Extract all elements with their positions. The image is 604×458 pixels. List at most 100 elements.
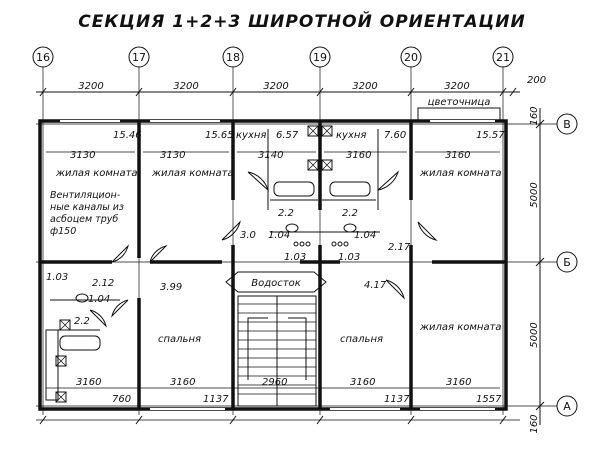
living-room-4-text: жилая комната [419, 322, 502, 333]
top-dim-2: 3200 [173, 81, 198, 92]
row-axis-markers: В Б А [556, 113, 578, 417]
living-room-3-label: жилая комната [419, 168, 502, 179]
axis-bubble-21: 21 [492, 46, 514, 68]
living-room-3-text: жилая комната [419, 168, 502, 179]
kitchen-right-label: кухня [336, 130, 366, 141]
bottom-dim-760: 760 [112, 394, 131, 405]
top-dim-offset: 200 [527, 75, 546, 86]
axis-label-V: В [563, 118, 571, 131]
upper-dim-3: 3140 [258, 150, 283, 161]
ventilation-note-text: Вентиляцион-ные каналы из асбоцем труб ф… [50, 190, 124, 237]
outer-walls [38, 119, 508, 411]
living-room-2-label: жилая комната [151, 168, 234, 179]
wc-left-area: 1.04 [268, 230, 290, 241]
top-dim-1: 3200 [78, 81, 103, 92]
axis-label-20: 20 [404, 51, 418, 64]
left-wc-area-b: 1.04 [88, 294, 110, 305]
bottom-axis-ticks [36, 415, 520, 425]
axis-label-B: Б [563, 256, 571, 269]
flower-box: цветочница [417, 97, 501, 121]
staircase [237, 295, 317, 407]
bedroom-left-label: спальня [158, 334, 201, 345]
axis-bubble-16: 16 [32, 46, 54, 68]
column-axis-markers: 16 17 18 19 20 21 [32, 46, 514, 68]
top-dim-4: 3200 [352, 81, 377, 92]
kitchen-left-area: 6.57 [276, 130, 299, 141]
toilets [75, 223, 357, 303]
room-labels: жилая комната жилая комната жилая комнат… [55, 168, 502, 345]
axis-bubble-19: 19 [309, 46, 331, 68]
door-swings [89, 170, 438, 328]
bathtub-right-unit [329, 181, 371, 197]
ventilation-note: Вентиляцион-ные каналы из асбоцем труб ф… [50, 190, 124, 237]
bottom-dim-1137-right: 1137 [384, 394, 410, 405]
small-left-area: 1.03 [284, 252, 306, 263]
ventilation-note-box: Вентиляцион-ные каналы из асбоцем труб ф… [50, 190, 124, 237]
area-15-57-top: 15.57 [476, 130, 505, 141]
living-room-4-label: жилая комната [419, 322, 502, 333]
bottom-dim-3: 2960 [262, 377, 287, 388]
top-dimension-chain: 3200 3200 3200 3200 3200 200 [36, 75, 546, 97]
bathtub-left-unit [273, 181, 315, 197]
upper-dim-2: 3130 [160, 150, 185, 161]
living-room-2-text: жилая комната [151, 168, 234, 179]
top-dim-5: 3200 [444, 81, 469, 92]
right-dimension-chain: 5000 5000 160 160 [529, 106, 545, 434]
right-dim-2: 5000 [529, 322, 540, 347]
windows [60, 120, 495, 410]
axis-label-19: 19 [313, 51, 327, 64]
bottom-dim-1557: 1557 [476, 394, 502, 405]
wc-right-area: 1.04 [354, 230, 376, 241]
axis-label-17: 17 [132, 51, 146, 64]
hall-left-area: 3.0 [240, 230, 256, 241]
upper-dim-4: 3160 [346, 150, 371, 161]
corridor-left-area: 3.99 [160, 282, 182, 293]
axis-bubble-20: 20 [400, 46, 422, 68]
right-offset-top: 160 [529, 106, 540, 125]
left-wc-area-a: 1.03 [46, 272, 68, 283]
bottom-dim-4: 3160 [350, 377, 375, 388]
area-15-46: 15.46 [113, 130, 142, 141]
inner-walls [40, 121, 506, 409]
bath-left-area: 2.2 [278, 208, 294, 219]
drain-marker: Водосток [225, 271, 327, 293]
kitchen-right-area: 7.60 [384, 130, 406, 141]
axis-bubble-18: 18 [222, 46, 244, 68]
left-bath-area: 2.2 [74, 316, 90, 327]
bath-right-area: 2.2 [342, 208, 358, 219]
axis-label-18: 18 [226, 51, 240, 64]
bottom-dim-5: 3160 [446, 377, 471, 388]
living-room-1-label: жилая комната [55, 168, 138, 179]
ventilation-shafts [55, 125, 333, 403]
area-15-65: 15.65 [205, 130, 234, 141]
drawing-title: СЕКЦИЯ 1+2+3 ШИРОТНОЙ ОРИЕНТАЦИИ [78, 10, 525, 32]
upper-dim-5: 3160 [445, 150, 470, 161]
living-room-1-text: жилая комната [55, 168, 138, 179]
flowerbox-label: цветочница [428, 97, 491, 108]
upper-dim-1: 3130 [70, 150, 95, 161]
axis-label-21: 21 [496, 51, 510, 64]
bottom-dimension-chains: 3160 3160 2960 3160 3160 760 1137 1137 1… [46, 377, 502, 405]
right-offset-bottom: 160 [529, 414, 540, 433]
left-hall-area: 2.12 [92, 278, 114, 289]
axis-bubble-A: А [556, 395, 578, 417]
kitchen-left-label: кухня [236, 130, 266, 141]
axis-label-A: А [563, 400, 571, 413]
bottom-dim-2: 3160 [170, 377, 195, 388]
right-dim-1: 5000 [529, 182, 540, 207]
upper-width-dims: 3130 3130 3140 3160 3160 [46, 150, 500, 161]
top-dim-3: 3200 [263, 81, 288, 92]
hall-right-area: 2.17 [388, 242, 411, 253]
axis-bubble-B: Б [556, 251, 578, 273]
bottom-dim-1137-left: 1137 [203, 394, 229, 405]
axis-label-16: 16 [36, 51, 50, 64]
axis-bubble-17: 17 [128, 46, 150, 68]
area-labels: 15.46 15.65 15.57 кухня 6.57 кухня 7.60 … [46, 130, 505, 327]
bathtub-left-apartment [45, 329, 101, 401]
drain-label: Водосток [251, 278, 301, 289]
bedroom-right-label: спальня [340, 334, 383, 345]
small-right-area: 1.03 [338, 252, 360, 263]
axis-bubble-V: В [556, 113, 578, 135]
corridor-right-area: 4.17 [364, 280, 387, 291]
